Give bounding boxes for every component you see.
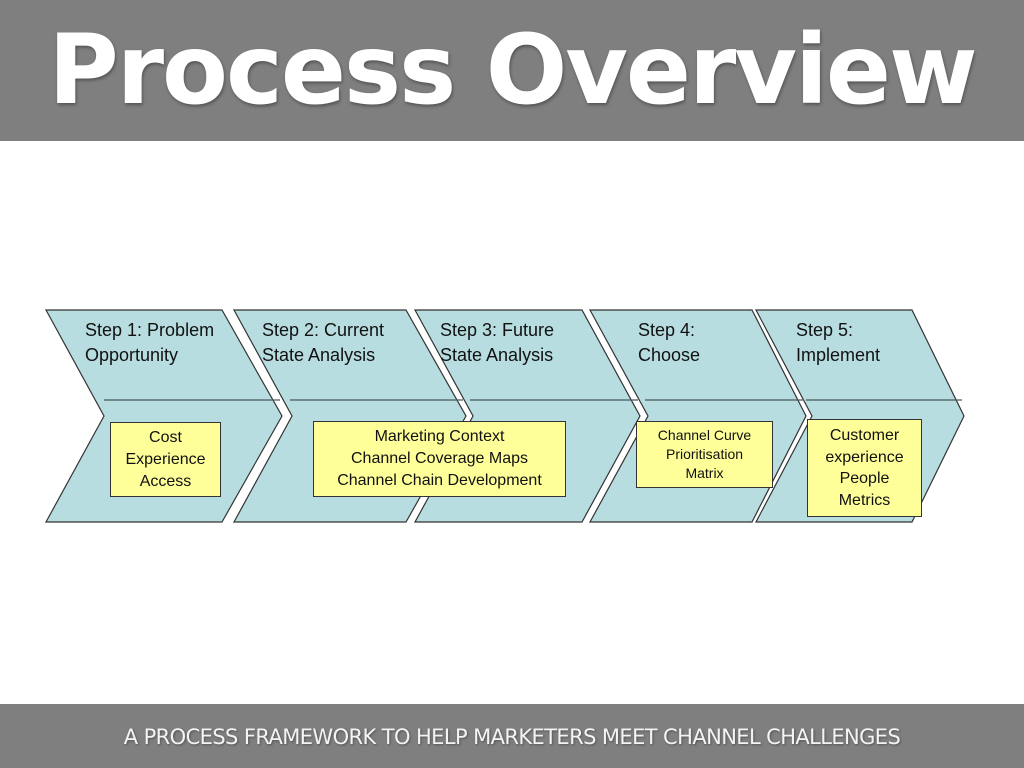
step-5-label: Step 5: Implement [796,320,881,365]
note-experience-2: experience [825,448,904,466]
note-metrics: Metrics [838,491,891,509]
note-channel-curve: Channel Curve [657,427,752,443]
title-banner: Process Overview [0,0,1024,141]
note-cost: Cost [149,428,182,446]
note-matrix: Matrix [685,465,724,481]
step-1-notes-box: Cost Experience Access [110,422,221,497]
note-prioritisation: Prioritisation [665,446,744,462]
step-2-label: Step 2: Current State Analysis [262,320,385,365]
note-marketing-context: Marketing Context [374,428,505,445]
note-access: Access [139,472,192,490]
subtitle-banner: A PROCESS FRAMEWORK TO HELP MARKETERS ME… [0,704,1024,768]
step-4-label: Step 4: Choose [638,320,701,365]
step-5-notes-box: Customer experience People Metrics [807,419,922,517]
note-people: People [839,470,890,487]
step-4-notes-box: Channel Curve Prioritisation Matrix [636,421,773,488]
page-subtitle: A PROCESS FRAMEWORK TO HELP MARKETERS ME… [123,725,901,749]
note-experience: Experience [125,450,206,468]
note-customer: Customer [829,427,900,444]
step-3-label: Step 3: Future State Analysis [440,320,555,365]
chevron-step-1 [44,309,283,523]
note-channel-coverage-maps: Channel Coverage Maps [351,450,528,467]
note-channel-chain-development: Channel Chain Development [337,472,542,489]
step-2-notes-box: Marketing Context Channel Coverage Maps … [313,421,566,497]
page-title: Process Overview [48,14,977,126]
step-1-label: Step 1: Problem Opportunity [85,320,215,365]
